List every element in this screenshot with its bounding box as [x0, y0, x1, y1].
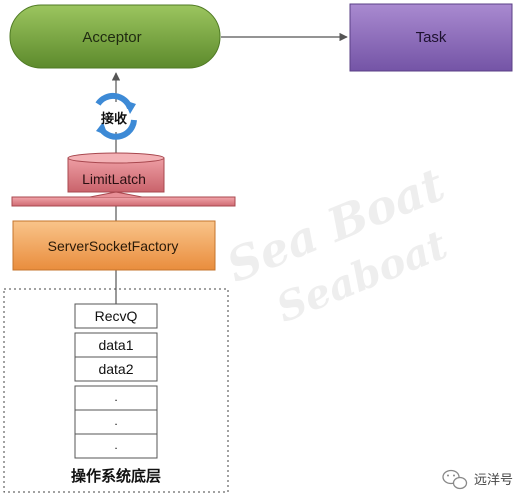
queue-header: RecvQ	[95, 308, 138, 324]
receive-node: 接收	[95, 92, 137, 140]
acceptor-node: Acceptor	[9, 4, 221, 69]
watermark: Sea Boat Seaboat	[219, 157, 454, 332]
limit-latch-label: LimitLatch	[82, 171, 146, 187]
queue-row: data1	[98, 337, 133, 353]
wechat-icon	[442, 469, 468, 490]
queue-row: .	[114, 390, 117, 404]
queue-row: .	[114, 414, 117, 428]
server-socket-factory-node: ServerSocketFactory	[12, 220, 216, 271]
account-name: 远洋号	[474, 472, 513, 487]
queue-row: .	[114, 438, 117, 452]
acceptor-label: Acceptor	[82, 29, 141, 46]
os-layer-container	[3, 288, 229, 493]
task-label: Task	[416, 29, 447, 46]
limit-latch-node: LimitLatch	[67, 152, 165, 193]
account-badge: 远洋号	[442, 469, 513, 490]
recv-queue: RecvQ data1 data2 . . .	[74, 303, 158, 459]
refresh-icon	[95, 92, 137, 140]
queue-row: data2	[98, 361, 133, 377]
receive-label: 接收	[101, 111, 128, 126]
task-node: Task	[349, 3, 513, 72]
os-layer-label: 操作系统底层	[71, 467, 161, 485]
server-socket-factory-label: ServerSocketFactory	[48, 238, 179, 254]
latch-base-plate	[11, 191, 236, 207]
